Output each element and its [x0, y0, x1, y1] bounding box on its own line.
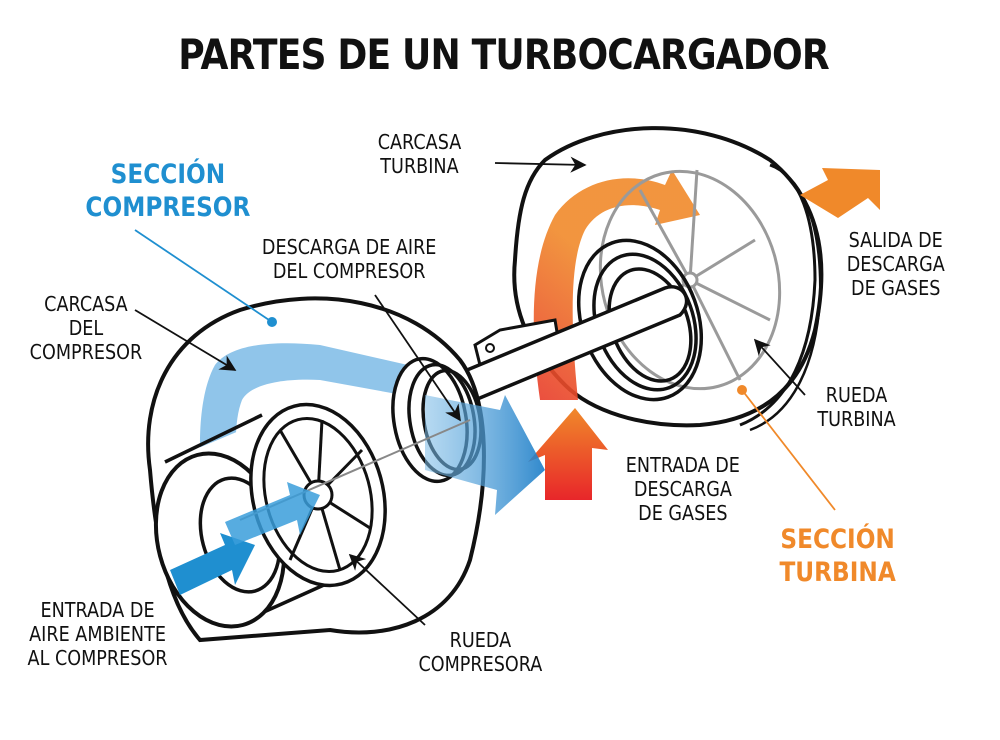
label-line: DESCARGA DE AIRE	[261, 235, 437, 259]
page-title: PARTES DE UN TURBOCARGADOR	[178, 30, 829, 79]
label-line: DESCARGA	[633, 477, 732, 501]
air-inlet-arrow-inner	[225, 482, 320, 545]
section-turbine-line-2: TURBINA	[779, 557, 896, 588]
section-compressor-line-2: COMPRESOR	[85, 192, 251, 223]
label-line: DE GASES	[638, 501, 728, 525]
label-compressor-housing: CARCASA DEL COMPRESOR	[30, 292, 143, 364]
label-line: TURBINA	[817, 407, 896, 431]
label-line: ENTRADA DE	[40, 598, 155, 622]
section-compressor-line-1: SECCIÓN	[110, 159, 226, 190]
section-turbine-label: SECCIÓN TURBINA	[779, 523, 895, 589]
air-inlet-arrow	[170, 533, 255, 595]
compressor-discharge-arrow	[425, 395, 545, 515]
section-compressor-label: SECCIÓN COMPRESOR	[85, 158, 250, 224]
label-line: CARCASA	[44, 292, 128, 316]
label-line: SALIDA DE	[848, 228, 943, 252]
exhaust-inlet-arrow	[528, 408, 608, 500]
label-line: DEL	[68, 316, 104, 340]
label-compressor-wheel: RUEDA COMPRESORA	[418, 628, 542, 676]
label-line: RUEDA	[449, 628, 512, 652]
label-exhaust-outlet: SALIDA DE DESCARGA DE GASES	[847, 228, 945, 300]
label-line: COMPRESORA	[418, 652, 543, 676]
leader-lines	[134, 156, 836, 626]
shaft	[452, 285, 689, 403]
label-line: TURBINA	[380, 154, 459, 178]
label-compressor-air-discharge: DESCARGA DE AIRE DEL COMPRESOR	[262, 235, 437, 283]
label-turbine-wheel: RUEDA TURBINA	[817, 383, 895, 431]
label-line: DESCARGA	[846, 252, 945, 276]
label-line: DE GASES	[851, 276, 941, 300]
label-line: DEL COMPRESOR	[272, 259, 426, 283]
section-turbine-line-1: SECCIÓN	[780, 524, 895, 555]
label-line: ENTRADA DE	[625, 453, 740, 477]
label-line: COMPRESOR	[29, 340, 143, 364]
exhaust-outlet-arrow	[800, 168, 880, 218]
label-exhaust-inlet: ENTRADA DE DESCARGA DE GASES	[626, 453, 740, 525]
turbine-gas-flow-arrow	[533, 170, 700, 400]
label-turbine-housing: CARCASA TURBINA	[378, 130, 462, 178]
label-line: AL COMPRESOR	[27, 646, 168, 670]
label-line: AIRE AMBIENTE	[29, 622, 166, 646]
label-ambient-air-inlet: ENTRADA DE AIRE AMBIENTE AL COMPRESOR	[28, 598, 168, 670]
label-line: CARCASA	[377, 130, 462, 154]
label-line: RUEDA	[825, 383, 888, 407]
